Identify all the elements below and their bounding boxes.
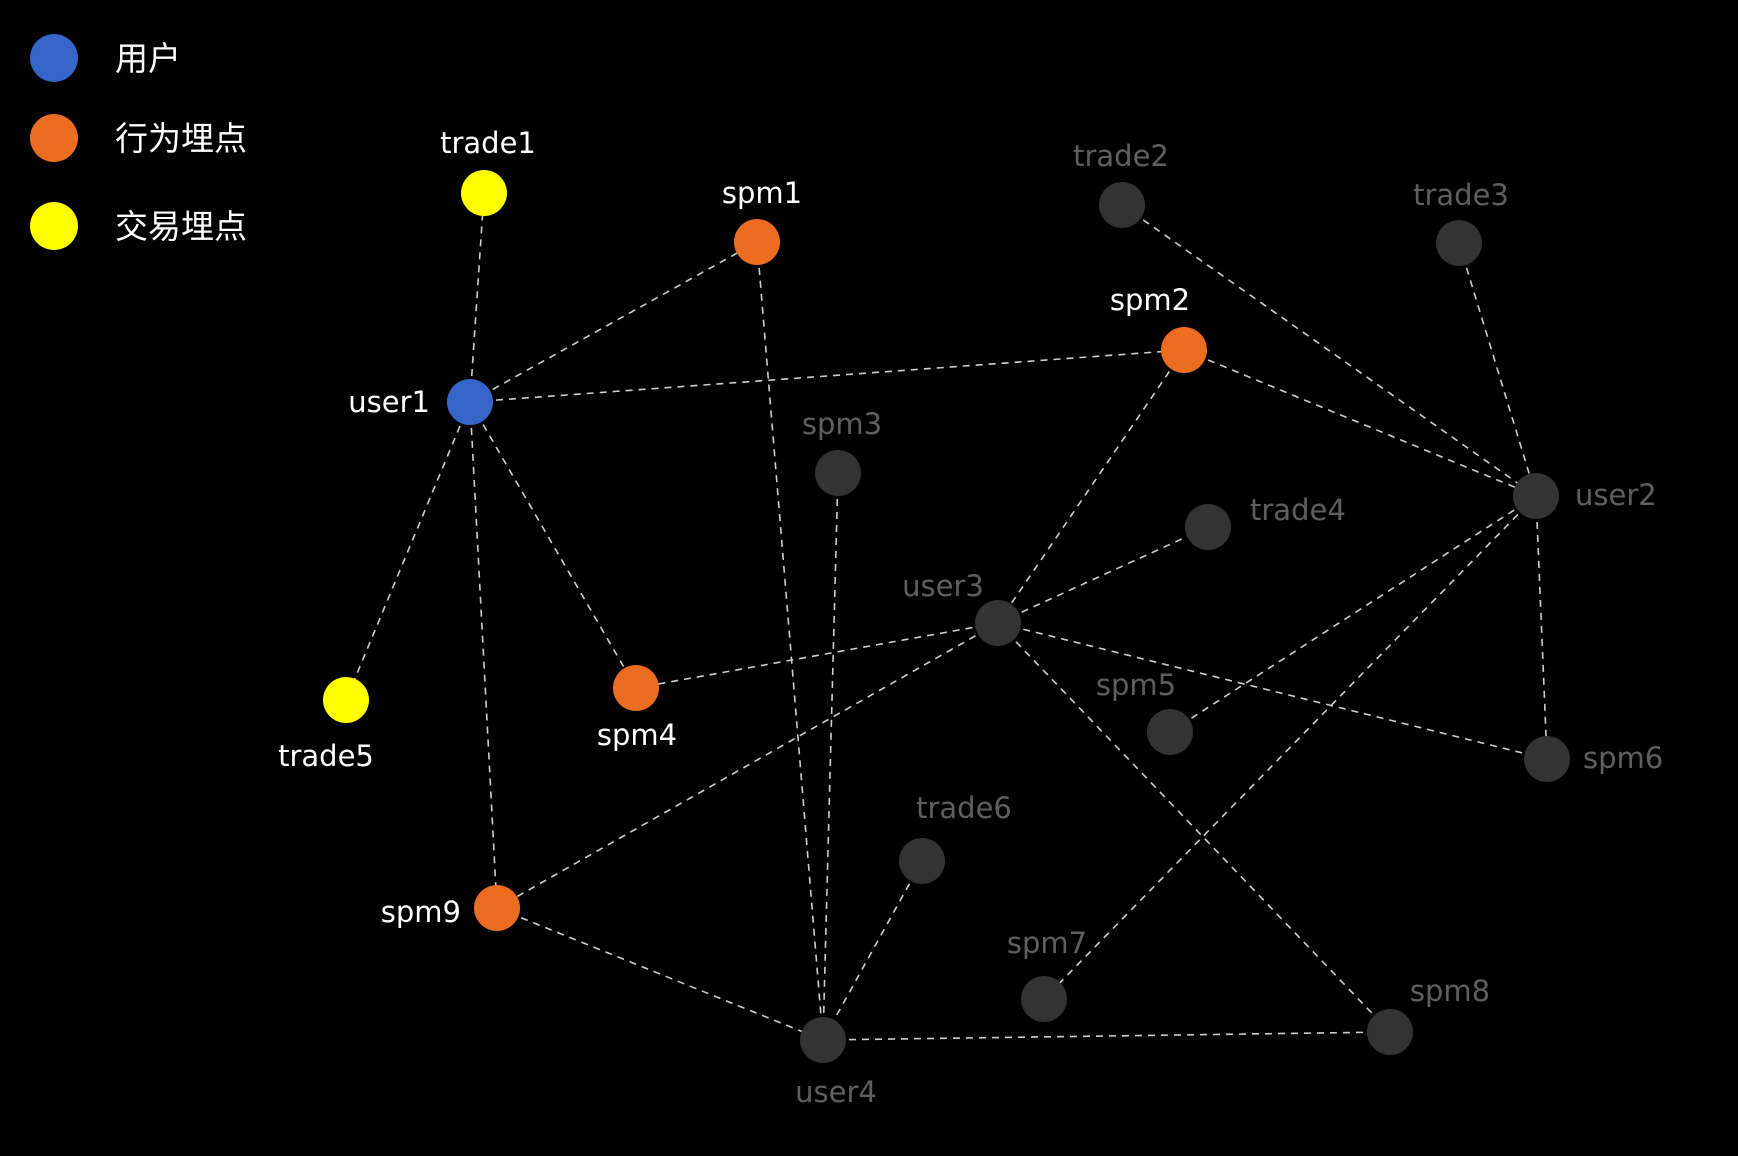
edge-trade2-user2 <box>1121 204 1537 497</box>
edge-user3-spm8 <box>997 622 1391 1033</box>
node-circle-user1 <box>447 379 493 425</box>
node-label-trade1: trade1 <box>440 126 536 160</box>
node-circle-spm5 <box>1147 709 1193 755</box>
node-spm9: spm9 <box>381 885 520 931</box>
legend-label-behavior: 行为埋点 <box>115 119 247 158</box>
edge-spm2-user2 <box>1183 349 1537 497</box>
node-trade6: trade6 <box>899 791 1012 884</box>
node-label-spm3: spm3 <box>802 407 882 441</box>
node-spm4: spm4 <box>597 665 677 752</box>
node-trade1: trade1 <box>440 126 536 216</box>
node-user2: user2 <box>1513 473 1657 519</box>
node-label-spm7: spm7 <box>1007 926 1087 960</box>
node-circle-spm2 <box>1161 327 1207 373</box>
node-label-trade3: trade3 <box>1413 178 1509 212</box>
node-circle-spm7 <box>1021 976 1067 1022</box>
node-trade2: trade2 <box>1073 139 1169 228</box>
node-circle-spm8 <box>1367 1009 1413 1055</box>
node-label-spm4: spm4 <box>597 718 677 752</box>
edge-user3-spm6 <box>997 622 1548 760</box>
edge-user1-spm1 <box>469 241 758 403</box>
node-trade3: trade3 <box>1413 178 1509 266</box>
legend-swatch-trade <box>30 202 78 250</box>
nodes-layer: user1 trade1 spm1 spm2 spm4 spm9 trade5 trade2 t… <box>278 126 1663 1109</box>
edge-user3-spm9 <box>496 622 999 909</box>
node-circle-spm4 <box>613 665 659 711</box>
node-circle-user2 <box>1513 473 1559 519</box>
node-label-user1: user1 <box>348 385 430 419</box>
edges-layer <box>345 192 1548 1041</box>
node-circle-trade1 <box>461 170 507 216</box>
node-spm7: spm7 <box>1007 926 1087 1022</box>
node-user3: user3 <box>902 569 1021 646</box>
edge-spm9-user4 <box>496 907 824 1041</box>
node-circle-spm6 <box>1524 736 1570 782</box>
node-user4: user4 <box>795 1017 877 1109</box>
node-circle-trade6 <box>899 838 945 884</box>
node-label-trade5: trade5 <box>278 739 374 773</box>
edge-user1-trade5 <box>345 401 471 701</box>
edge-user2-spm6 <box>1535 495 1548 760</box>
legend-swatch-behavior <box>30 114 78 162</box>
edge-spm2-user3 <box>997 349 1185 624</box>
node-label-spm1: spm1 <box>722 176 802 210</box>
edge-user3-spm4 <box>635 622 999 689</box>
edge-spm3-user4 <box>822 472 839 1041</box>
legend-label-trade: 交易埋点 <box>115 207 247 246</box>
node-spm3: spm3 <box>802 407 882 496</box>
node-trade5: trade5 <box>278 677 374 773</box>
node-circle-trade4 <box>1185 504 1231 550</box>
edge-user1-spm4 <box>469 401 637 689</box>
node-label-user4: user4 <box>795 1075 877 1109</box>
node-trade4: trade4 <box>1185 493 1346 550</box>
edge-trade6-user4 <box>822 860 923 1041</box>
edge-trade3-user2 <box>1458 242 1537 497</box>
edge-user1-spm9 <box>469 401 498 909</box>
node-label-spm6: spm6 <box>1583 741 1663 775</box>
node-circle-user4 <box>800 1017 846 1063</box>
node-circle-user3 <box>975 600 1021 646</box>
node-label-spm8: spm8 <box>1410 974 1490 1008</box>
node-label-trade4: trade4 <box>1250 493 1346 527</box>
edge-user2-spm7 <box>1043 495 1537 1000</box>
node-circle-trade5 <box>323 677 369 723</box>
node-label-spm2: spm2 <box>1110 283 1190 317</box>
node-label-trade6: trade6 <box>916 791 1012 825</box>
edge-user1-trade1 <box>469 192 485 403</box>
legend-item-user: 用户 <box>30 34 181 82</box>
edge-user4-spm8 <box>822 1031 1391 1041</box>
node-spm5: spm5 <box>1096 668 1193 755</box>
legend-item-trade: 交易埋点 <box>30 202 247 250</box>
node-spm2: spm2 <box>1110 283 1207 373</box>
node-circle-spm9 <box>474 885 520 931</box>
node-label-user2: user2 <box>1575 478 1657 512</box>
node-circle-spm3 <box>815 450 861 496</box>
edge-user3-trade4 <box>997 526 1209 624</box>
node-spm8: spm8 <box>1367 974 1490 1055</box>
legend-swatch-user <box>30 34 78 82</box>
node-label-spm5: spm5 <box>1096 668 1176 702</box>
legend-label-user: 用户 <box>115 39 181 78</box>
node-circle-trade2 <box>1099 182 1145 228</box>
node-label-spm9: spm9 <box>381 895 461 929</box>
node-spm1: spm1 <box>722 176 802 265</box>
edge-spm1-user4 <box>756 241 824 1041</box>
node-label-trade2: trade2 <box>1073 139 1169 173</box>
node-circle-spm1 <box>734 219 780 265</box>
node-circle-trade3 <box>1436 220 1482 266</box>
edge-user1-spm2 <box>469 349 1185 403</box>
node-user1: user1 <box>348 379 493 425</box>
node-label-user3: user3 <box>902 569 984 603</box>
node-spm6: spm6 <box>1524 736 1663 782</box>
legend-item-behavior: 行为埋点 <box>30 114 247 162</box>
